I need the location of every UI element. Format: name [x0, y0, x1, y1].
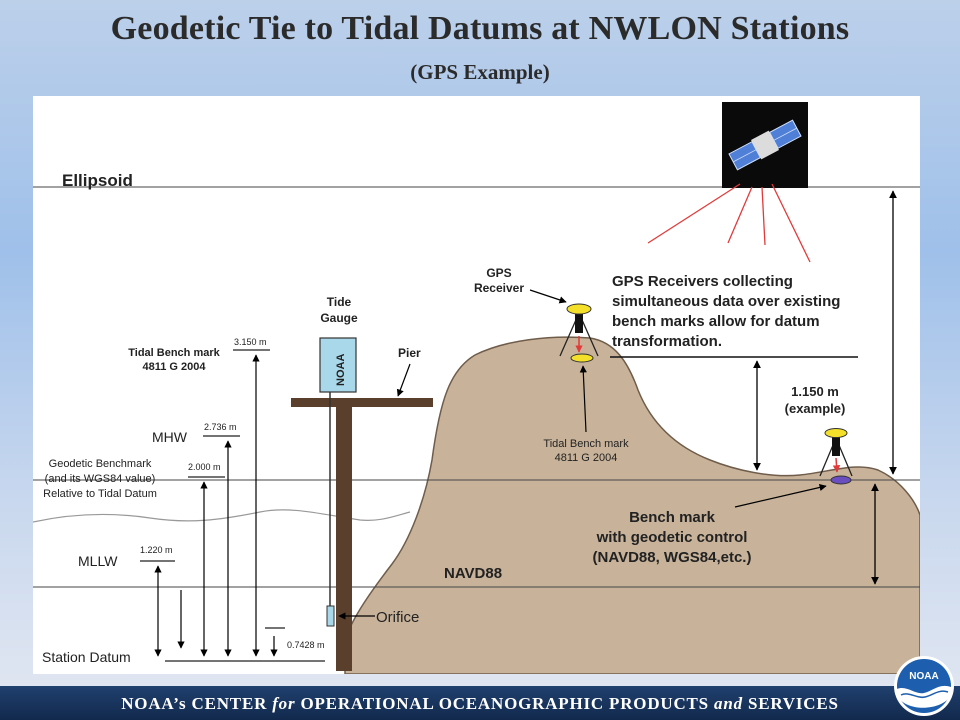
pier-deck — [291, 398, 433, 407]
ellipsoid-label: Ellipsoid — [62, 171, 133, 190]
gps-note-line-1: GPS Receivers collecting — [612, 273, 793, 290]
page-title: Geodetic Tie to Tidal Datums at NWLON St… — [110, 10, 850, 47]
geodetic-label-1: Geodetic Benchmark — [49, 458, 152, 470]
tide-gauge-box — [319, 337, 357, 393]
footer-prefix: NOAA’s CENTER — [121, 694, 268, 713]
noaa-logo-text: NOAA — [909, 671, 938, 682]
geodetic-diagram: Ellipsoid 1.150 m (example) GPS Receiver… — [33, 96, 920, 674]
pier-pointer — [396, 363, 411, 397]
mllw-label: MLLW — [78, 553, 118, 569]
pier-label: Pier — [398, 346, 421, 360]
tbm-left-label-1: Tidal Bench mark — [128, 347, 220, 359]
datum-measure-arrows — [154, 354, 278, 657]
gps-receiver-right-icon — [819, 428, 853, 485]
gps-note-line-2: simultaneous data over existing — [612, 293, 840, 310]
terrain-hill — [344, 336, 920, 674]
tbm-hill-label-1: Tidal Bench mark — [543, 438, 629, 450]
offset-note-label: (example) — [785, 401, 846, 416]
datum-tick-marks — [140, 349, 325, 662]
bench-label-1: Bench mark — [629, 509, 716, 526]
tide-gauge-label-1: Tide — [327, 295, 352, 309]
bench-label-2: with geodetic control — [596, 529, 748, 546]
value-2736: 2.736 m — [204, 422, 237, 432]
gps-receiver-label-1: GPS — [486, 266, 511, 280]
pier-post — [336, 407, 352, 671]
offset-value-label: 1.150 m — [791, 384, 839, 399]
gps-receiver-label-2: Receiver — [474, 281, 524, 295]
footer-suffix: SERVICES — [747, 694, 839, 713]
footer-text: NOAA’s CENTER for OPERATIONAL OCEANOGRAP… — [0, 694, 960, 714]
footer-middle: OPERATIONAL OCEANOGRAPHIC PRODUCTS — [300, 694, 709, 713]
footer-bar: NOAA’s CENTER for OPERATIONAL OCEANOGRAP… — [0, 686, 960, 720]
tbm-hill-pointer — [579, 365, 587, 433]
gps-signal-rays — [647, 183, 811, 263]
mhw-label: MHW — [152, 429, 188, 445]
orifice-label: Orifice — [376, 609, 419, 626]
footer-and: and — [714, 694, 743, 713]
gps-note-line-4: transformation. — [612, 333, 722, 350]
value-2000: 2.000 m — [188, 462, 221, 472]
tbm-left-label-2: 4811 G 2004 — [142, 361, 206, 373]
navd88-label: NAVD88 — [444, 565, 502, 582]
footer-for: for — [272, 694, 296, 713]
gps-receiver-pointer — [529, 289, 567, 304]
gps-receiver-icon — [559, 303, 599, 363]
satellite-icon — [722, 102, 808, 188]
gauge-box-text: NOAA — [335, 354, 347, 386]
page-subtitle: (GPS Example) — [410, 60, 550, 84]
tbm-hill-label-2: 4811 G 2004 — [555, 452, 618, 464]
orifice-box — [326, 605, 335, 627]
value-07428: 0.7428 m — [287, 640, 325, 650]
station-datum-label: Station Datum — [42, 649, 131, 665]
value-3150: 3.150 m — [234, 337, 267, 347]
tide-gauge-label-2: Gauge — [320, 311, 358, 325]
bench-pointer — [734, 483, 827, 508]
bench-label-3: (NAVD88, WGS84,etc.) — [593, 549, 752, 566]
noaa-logo-icon: NOAA — [894, 656, 954, 716]
value-1220: 1.220 m — [140, 545, 173, 555]
geodetic-label-2: (and its WGS84 value) — [45, 473, 156, 485]
gps-note-line-3: bench marks allow for datum — [612, 313, 820, 330]
geodetic-label-3: Relative to Tidal Datum — [43, 488, 157, 500]
